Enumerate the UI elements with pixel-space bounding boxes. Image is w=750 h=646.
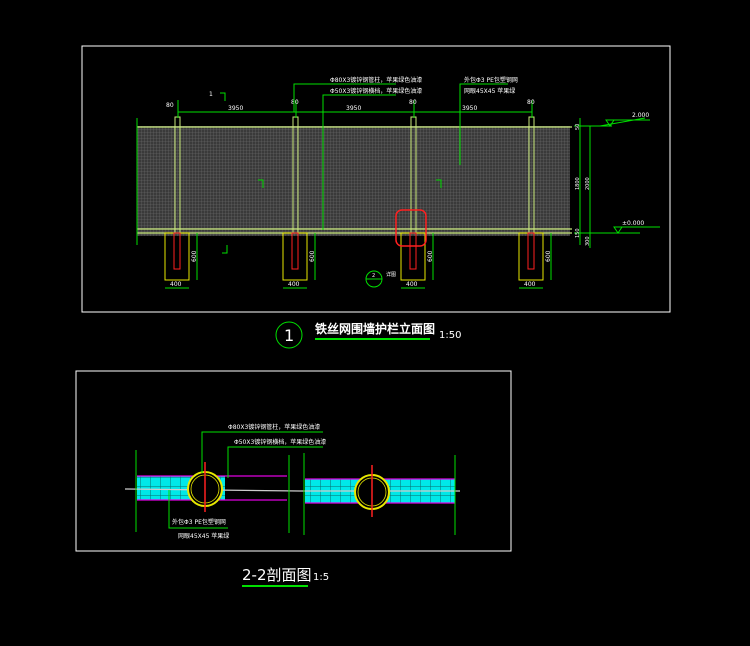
span-dim: 3950 [346, 105, 361, 112]
post-dim: 80 [409, 99, 417, 106]
detail-reference-label: 详图 [386, 271, 396, 278]
footing [282, 232, 308, 281]
post-dim: 80 [527, 99, 535, 106]
elevation-scale: 1:50 [439, 330, 461, 341]
section-frame [75, 370, 512, 552]
footing-width-dim: 400 [288, 281, 300, 288]
wire-mesh-panel [137, 126, 570, 236]
rails [137, 126, 572, 234]
section-mark [220, 92, 226, 101]
footing-depth-dim: 600 [309, 250, 316, 262]
footing-depth-dim: 600 [427, 250, 434, 262]
post-section-left [187, 462, 223, 512]
level-top: 2.000 [632, 112, 649, 119]
section-mark-label: 1 [209, 91, 213, 98]
detail-reference-number: 2 [372, 273, 375, 279]
section-callout-leaders [168, 431, 323, 529]
span-dim: 3950 [462, 105, 477, 112]
break-lines [135, 450, 456, 535]
elevation-frame [81, 45, 671, 313]
section-scale: 1:5 [313, 572, 329, 583]
detail-highlight-box [395, 209, 427, 247]
post-dim: 80 [166, 102, 174, 109]
drawing-number: 1 [284, 326, 294, 345]
top-dimension [177, 100, 533, 118]
mesh-marker [436, 179, 442, 188]
height-dimensions [574, 117, 660, 248]
mesh-marker [258, 179, 264, 188]
post-section-right [354, 465, 390, 517]
height-dim: 2000 [585, 177, 591, 190]
footing-depth-dim: 600 [191, 250, 198, 262]
footing-width-dim: 400 [170, 281, 182, 288]
section-callout-rail: Φ50X3镀锌钢横档，苹果绿色油漆 [234, 438, 326, 446]
callout-post: Φ80X3镀锌钢管柱，苹果绿色油漆 [330, 76, 422, 84]
callout-mesh-spec: 网眼45X45 苹果绿 [464, 87, 515, 95]
elevation-title: 铁丝网围墙护栏立面图 [315, 321, 435, 336]
footing [164, 232, 190, 281]
callout-leaders [293, 83, 508, 230]
span-dim: 3950 [228, 105, 243, 112]
section-view: Φ80X3镀锌钢管柱，苹果绿色油漆 Φ50X3镀锌钢横档，苹果绿色油漆 外包Φ3… [75, 370, 512, 587]
height-dim: 50 [575, 124, 581, 130]
callout-rail: Φ50X3镀锌钢横档，苹果绿色油漆 [330, 87, 422, 95]
footing-dimensions [165, 233, 552, 289]
footing-width-dim: 400 [524, 281, 536, 288]
callout-mesh: 外包Φ3 PE包塑钢网 [464, 76, 518, 84]
footing-width-dim: 400 [406, 281, 418, 288]
height-dim: 1800 [575, 177, 581, 190]
section-callout-post: Φ80X3镀锌钢管柱，苹果绿色油漆 [228, 423, 320, 431]
footings [164, 232, 544, 281]
section-title: 2-2剖面图 [242, 566, 312, 584]
elevation-view: 3950 3950 3950 80 80 80 80 1 Φ80X3镀锌钢管柱，… [81, 45, 671, 349]
footing [518, 232, 544, 281]
section-callout-mesh-spec: 网眼45X45 苹果绿 [178, 532, 229, 540]
footing-depth-dim: 600 [545, 250, 552, 262]
height-dim: 150 [575, 228, 581, 238]
post-dim: 80 [291, 99, 299, 106]
section-mark [222, 245, 228, 254]
height-dim: 300 [585, 236, 591, 246]
section-callout-mesh: 外包Φ3 PE包塑钢网 [172, 518, 226, 526]
footing [400, 232, 426, 281]
level-ground: ±0.000 [622, 220, 644, 227]
drawing-number-circle [275, 321, 303, 349]
